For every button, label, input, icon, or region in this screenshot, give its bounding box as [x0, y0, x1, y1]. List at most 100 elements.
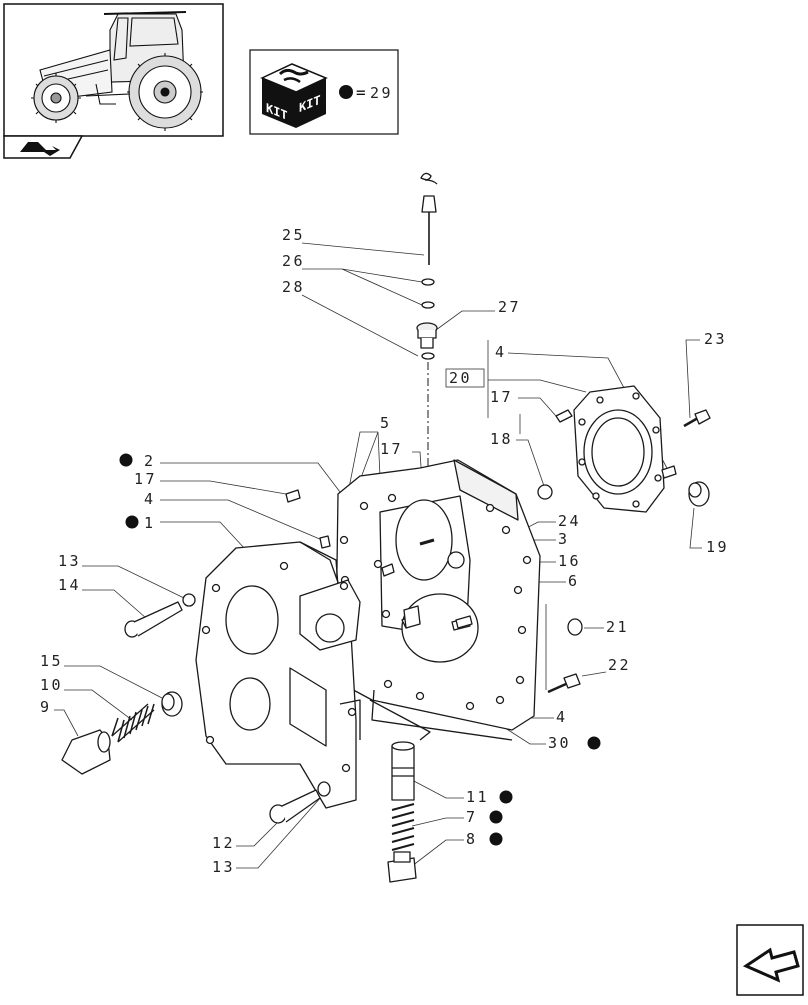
main-housing: [335, 459, 541, 741]
callout-c27: 27: [498, 298, 521, 316]
callout-c16: 16: [558, 552, 581, 570]
leader-c14: [82, 589, 147, 619]
leader-c27: [435, 310, 495, 331]
kit-dot-icon: [339, 85, 353, 99]
kit-dot-icon: [499, 790, 513, 804]
callout-c21: 21: [606, 618, 629, 636]
bolt-14: [124, 601, 183, 638]
pin-4a: [661, 465, 677, 479]
section-arrow-icon: [3, 135, 84, 159]
kit-dot-icon: [125, 515, 139, 529]
callout-c7: 7: [466, 808, 478, 826]
callout-c24: 24: [558, 512, 581, 530]
leader-c4b: [160, 499, 323, 541]
leader-c1: [160, 521, 247, 551]
leader-c17a: [518, 397, 557, 417]
callout-c3: 3: [558, 530, 570, 548]
next-page-arrow-icon: [742, 947, 800, 983]
leader-c17c: [160, 480, 287, 495]
o-ring-26b: [421, 301, 435, 309]
tractor-thumbnail: [3, 3, 224, 159]
callout-c4b: 4: [144, 490, 156, 508]
piston-11: [391, 741, 415, 801]
callout-c12: 12: [212, 834, 235, 852]
sleeve-18: [537, 484, 553, 500]
plug-8: [387, 851, 417, 883]
callout-c26: 26: [282, 252, 305, 270]
bracket-frames: [445, 340, 547, 690]
callout-c15: 15: [40, 652, 63, 670]
callout-c9: 9: [40, 698, 52, 716]
callout-c10: 10: [40, 676, 63, 694]
washer-13b: [317, 781, 331, 797]
leader-c11: [411, 779, 464, 799]
callout-c5: 5: [380, 414, 392, 432]
callout-c22: 22: [608, 656, 631, 674]
cover-20: [573, 385, 665, 513]
leader-c12: [236, 821, 279, 847]
callout-c17b: 17: [380, 440, 403, 458]
callout-c28: 28: [282, 278, 305, 296]
callout-c11: 11: [466, 788, 489, 806]
dipstick: [420, 172, 438, 265]
leader-c9: [54, 709, 79, 737]
pin-4b: [319, 535, 331, 549]
bracket-line: [369, 699, 431, 741]
pin-5: [381, 563, 395, 577]
callout-c20: 20: [449, 369, 472, 387]
callout-c25: 25: [282, 226, 305, 244]
kit-dot-icon: [489, 810, 503, 824]
kit-legend: KIT KIT = 29: [249, 49, 399, 135]
leader-c25: [301, 242, 425, 256]
callout-c13b: 13: [212, 858, 235, 876]
leader-c20: [488, 379, 587, 393]
plug-21: [567, 618, 583, 636]
tractor-thumbnail-icon: [31, 11, 203, 131]
o-ring-26a: [421, 278, 435, 286]
leader-c23: [685, 339, 700, 419]
callout-c17a: 17: [490, 388, 513, 406]
relief-valve: [61, 691, 183, 775]
kit-legend-equals: =: [356, 83, 366, 102]
kit-box-icon: KIT KIT: [260, 63, 328, 128]
bolt-12: [269, 789, 321, 824]
callout-c18: 18: [490, 430, 513, 448]
leader-c7: [411, 817, 464, 827]
washer-13a: [182, 593, 196, 607]
callout-c1: 1: [144, 514, 156, 532]
callout-c13a: 13: [58, 552, 81, 570]
screw-23: [683, 409, 711, 428]
kit-dot-icon: [489, 832, 503, 846]
front-housing: [195, 541, 361, 809]
kit-dot-icon: [587, 736, 601, 750]
leader-c30: [501, 725, 546, 745]
leader-c15: [64, 665, 163, 699]
callout-c6: 6: [568, 572, 580, 590]
leader-c13a: [82, 565, 185, 599]
dowel-17a: [555, 409, 573, 423]
leader-c10: [64, 689, 133, 721]
leader-c26: [302, 268, 423, 306]
screw-22: [547, 673, 581, 694]
leader-c18: [516, 439, 545, 487]
pin-16: [455, 615, 473, 629]
pin-17c: [285, 489, 301, 503]
kit-dot-icon: [119, 453, 133, 467]
stud-6: [403, 605, 421, 629]
leader-c22: [581, 671, 607, 677]
next-page-button[interactable]: [736, 924, 804, 996]
kit-legend-value: 29: [370, 84, 393, 102]
callout-c8: 8: [466, 830, 478, 848]
spring-7: [391, 803, 415, 851]
callout-c17c: 17: [134, 470, 157, 488]
bushing-19: [688, 481, 710, 507]
callout-c4c: 4: [556, 708, 568, 726]
leader-c19: [689, 507, 702, 549]
leader-c8: [411, 839, 464, 867]
callout-c30: 30: [548, 734, 571, 752]
leader-c2: [160, 462, 341, 493]
parts-drawing: [61, 172, 711, 883]
